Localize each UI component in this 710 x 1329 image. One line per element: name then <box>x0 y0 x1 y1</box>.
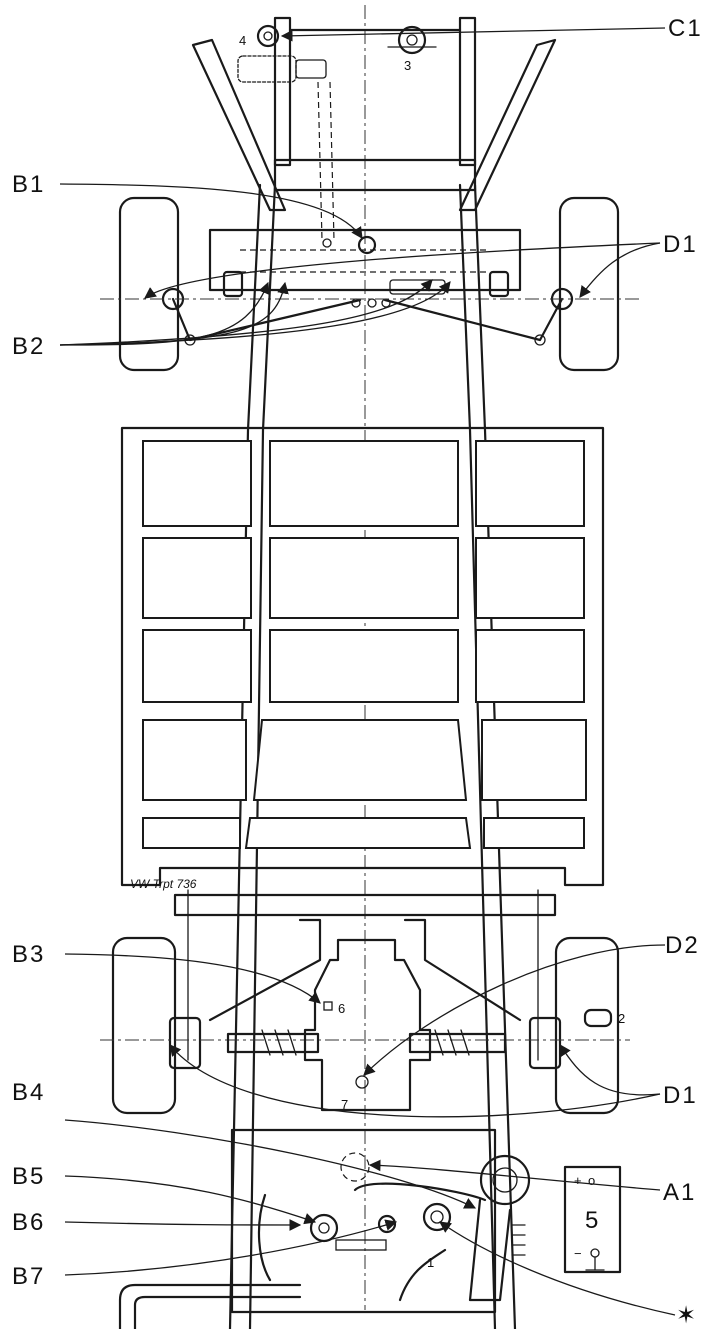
component-number-6: 6 <box>338 1001 345 1016</box>
front-frame-horns <box>191 16 557 212</box>
label-b2: B2 <box>12 333 45 360</box>
rear-suspension <box>100 889 630 1070</box>
component-number-3: 3 <box>404 58 411 73</box>
drive-shafts <box>226 1029 507 1056</box>
floor-panels <box>142 440 587 849</box>
battery-zero: o <box>588 1173 595 1188</box>
label-b4: B4 <box>12 1079 45 1106</box>
main-frame <box>120 183 605 1329</box>
label-b7: B7 <box>12 1263 45 1290</box>
component-number-1: 1 <box>427 1255 434 1270</box>
label-b1: B1 <box>12 171 45 198</box>
label-b3: B3 <box>12 941 45 968</box>
steering-gearbox <box>237 24 335 241</box>
battery-box: + o − <box>563 1165 622 1274</box>
front-right-tire <box>558 196 620 372</box>
label-b6: B6 <box>12 1209 45 1236</box>
transmission-housing <box>303 938 432 1112</box>
label-a1: A1 <box>663 1179 696 1206</box>
component-number-2: 2 <box>618 1011 625 1026</box>
component-number-4: 4 <box>239 33 246 48</box>
exhaust-pipe <box>118 1283 302 1329</box>
rear-left-tire <box>111 936 177 1115</box>
engine-compartment <box>230 1128 531 1314</box>
label-d1-rear: D1 <box>663 1082 698 1109</box>
battery-minus: − <box>574 1246 582 1261</box>
label-d2: D2 <box>665 932 700 959</box>
battery-plus: + <box>574 1173 582 1188</box>
leader-lines <box>59 27 676 1316</box>
fuel-filler-component <box>387 25 437 55</box>
front-left-tire <box>118 196 180 372</box>
label-c1: C1 <box>668 15 703 42</box>
label-star: ✶ <box>676 1302 698 1329</box>
label-d1-front: D1 <box>663 231 698 258</box>
component-number-5: 5 <box>585 1207 600 1234</box>
label-b5: B5 <box>12 1163 45 1190</box>
rear-axle-tube-right <box>583 1008 613 1028</box>
component-number-7: 7 <box>341 1097 348 1112</box>
drawing-reference-stamp: VW Trpt 736 <box>130 877 197 891</box>
